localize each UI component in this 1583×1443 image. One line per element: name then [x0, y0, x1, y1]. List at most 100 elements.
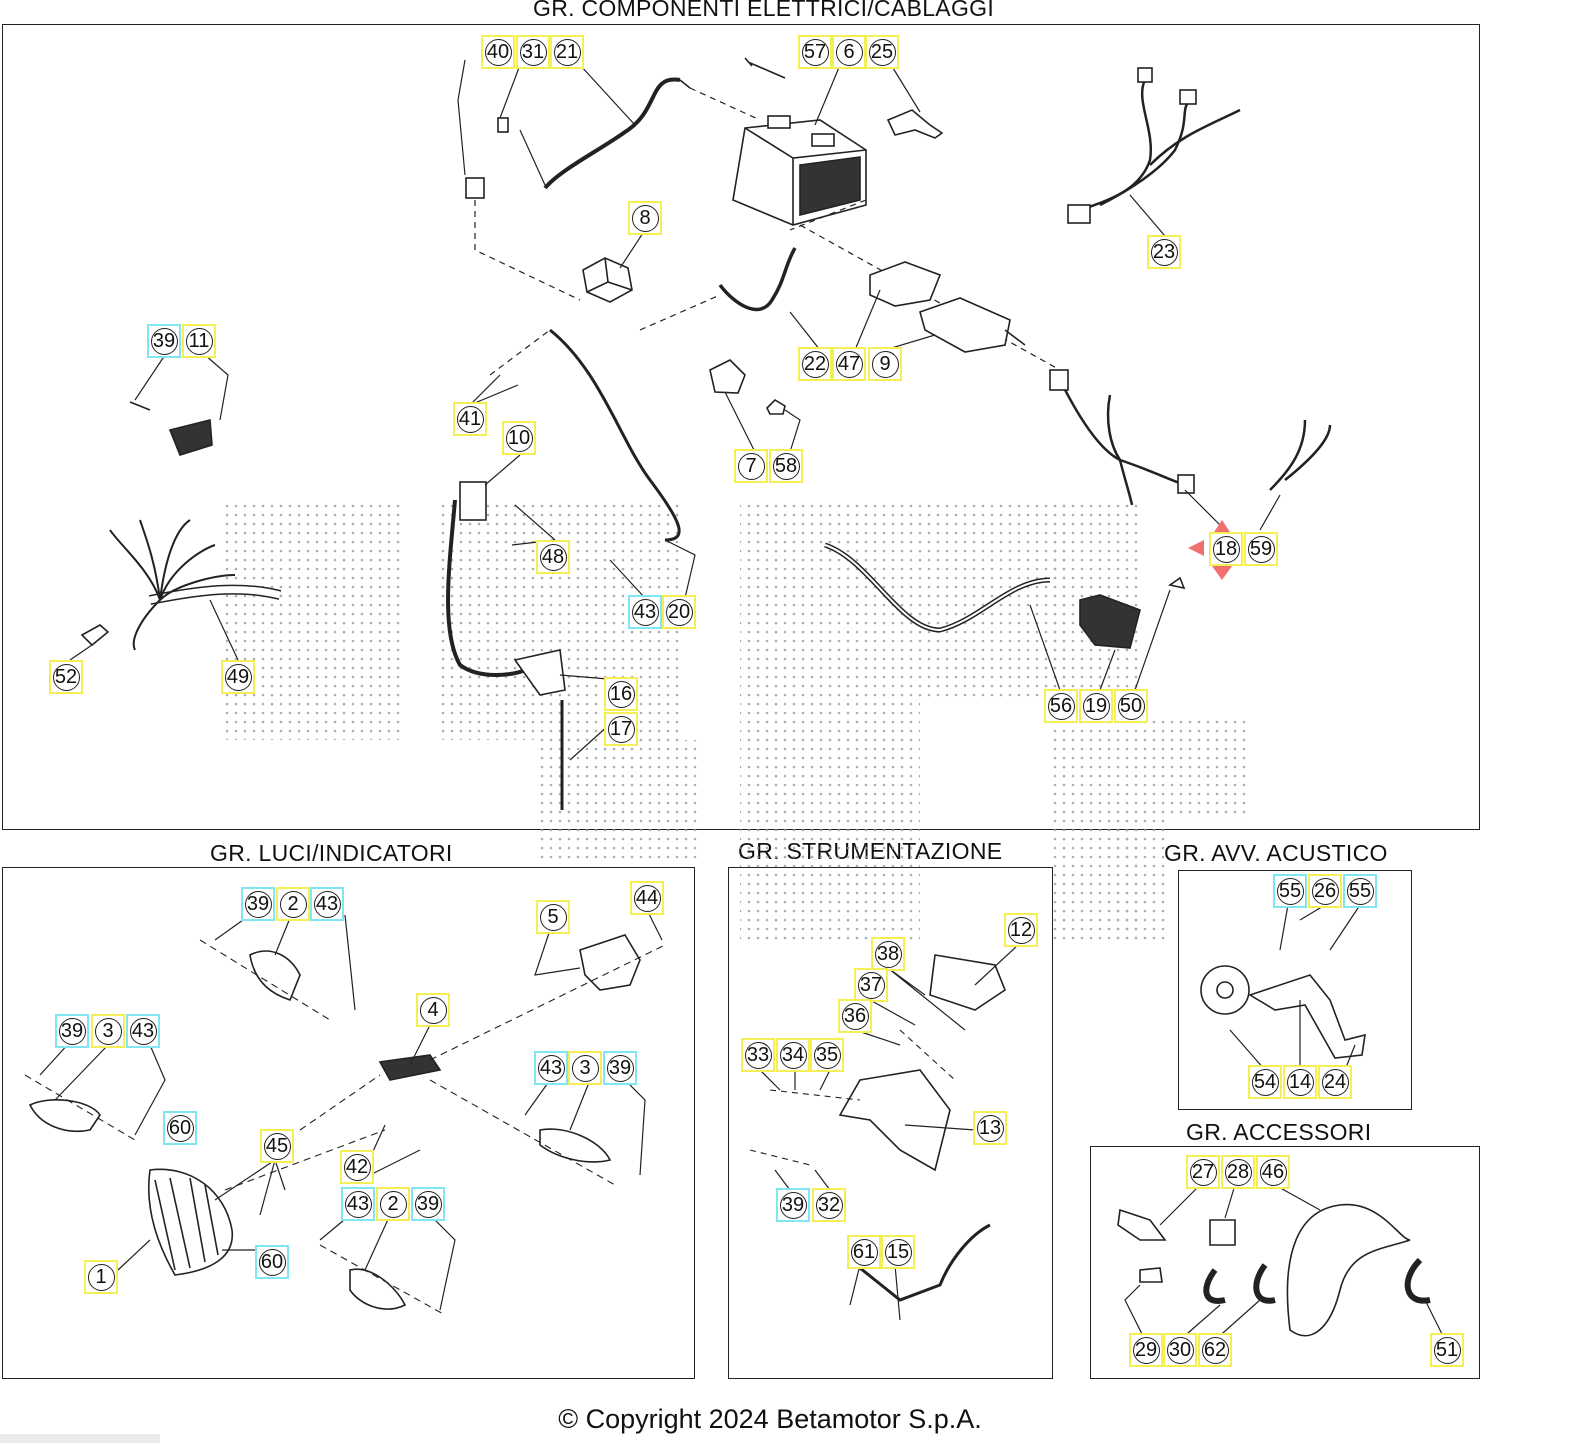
callout-11[interactable]: 11 [182, 324, 216, 358]
callout-number: 51 [1435, 1339, 1459, 1361]
callout-5[interactable]: 5 [536, 900, 570, 934]
callout-9[interactable]: 9 [868, 347, 902, 381]
callout-12[interactable]: 12 [1004, 913, 1038, 947]
callout-59[interactable]: 59 [1244, 532, 1278, 566]
callout-38[interactable]: 38 [871, 937, 905, 971]
callout-18[interactable]: 18 [1209, 532, 1243, 566]
callout-22[interactable]: 22 [798, 347, 832, 381]
callout-55[interactable]: 55 [1343, 874, 1377, 908]
main-harness-part [109, 519, 282, 651]
callout-50[interactable]: 50 [1114, 689, 1148, 723]
callout-61[interactable]: 61 [847, 1235, 881, 1269]
callout-number: 5 [547, 906, 559, 928]
callout-number: 61 [852, 1241, 876, 1263]
callout-13[interactable]: 13 [973, 1111, 1007, 1145]
callout-36[interactable]: 36 [838, 999, 872, 1033]
callout-31[interactable]: 31 [516, 35, 550, 69]
callout-number: 11 [188, 330, 210, 352]
callout-number: 43 [633, 601, 657, 623]
callout-35[interactable]: 35 [810, 1038, 844, 1072]
callout-20[interactable]: 20 [662, 595, 696, 629]
callout-44[interactable]: 44 [630, 881, 664, 915]
callout-60[interactable]: 60 [255, 1245, 289, 1279]
callout-7[interactable]: 7 [734, 449, 768, 483]
section-title-elettrici: GR. COMPONENTI ELETTRICI/CABLAGGI [533, 0, 995, 21]
callout-21[interactable]: 21 [550, 35, 584, 69]
callout-number: 8 [639, 207, 651, 229]
callout-62[interactable]: 62 [1198, 1333, 1232, 1367]
callout-number: 9 [879, 353, 891, 375]
callout-39[interactable]: 39 [241, 887, 275, 921]
callout-24[interactable]: 24 [1318, 1065, 1352, 1099]
callout-10[interactable]: 10 [502, 421, 536, 455]
callout-47[interactable]: 47 [832, 347, 866, 381]
battery-part [732, 115, 867, 226]
copyright-text: © Copyright 2024 Betamotor S.p.A. [558, 1404, 982, 1434]
callout-42[interactable]: 42 [340, 1150, 374, 1184]
callout-14[interactable]: 14 [1283, 1065, 1317, 1099]
callout-40[interactable]: 40 [481, 35, 515, 69]
callout-41[interactable]: 41 [453, 402, 487, 436]
callout-28[interactable]: 28 [1221, 1155, 1255, 1189]
callout-number: 57 [803, 41, 827, 63]
callout-number: 30 [1168, 1339, 1192, 1361]
callout-48[interactable]: 48 [536, 540, 570, 574]
callout-45[interactable]: 45 [260, 1129, 294, 1163]
callout-34[interactable]: 34 [776, 1038, 810, 1072]
callout-number: 29 [1134, 1339, 1158, 1361]
callout-43[interactable]: 43 [341, 1187, 375, 1221]
callout-51[interactable]: 51 [1430, 1333, 1464, 1367]
callout-number: 55 [1278, 880, 1302, 902]
callout-26[interactable]: 26 [1308, 874, 1342, 908]
callout-39[interactable]: 39 [776, 1188, 810, 1222]
callout-37[interactable]: 37 [854, 968, 888, 1002]
callout-6[interactable]: 6 [832, 35, 866, 69]
callout-number: 44 [635, 887, 659, 909]
callout-43[interactable]: 43 [310, 887, 344, 921]
callout-39[interactable]: 39 [55, 1014, 89, 1048]
callout-number: 36 [843, 1005, 867, 1027]
callout-number: 31 [521, 41, 545, 63]
callout-3[interactable]: 3 [568, 1051, 602, 1085]
callout-8[interactable]: 8 [628, 201, 662, 235]
callout-56[interactable]: 56 [1044, 689, 1078, 723]
callout-55[interactable]: 55 [1273, 874, 1307, 908]
callout-33[interactable]: 33 [741, 1038, 775, 1072]
callout-43[interactable]: 43 [628, 595, 662, 629]
callout-27[interactable]: 27 [1186, 1155, 1220, 1189]
callout-2[interactable]: 2 [276, 887, 310, 921]
callout-39[interactable]: 39 [603, 1051, 637, 1085]
callout-32[interactable]: 32 [812, 1188, 846, 1222]
callout-2[interactable]: 2 [376, 1187, 410, 1221]
callout-number: 47 [837, 353, 861, 375]
headlight-part [147, 1168, 234, 1276]
callout-15[interactable]: 15 [881, 1235, 915, 1269]
callout-58[interactable]: 58 [769, 449, 803, 483]
callout-43[interactable]: 43 [534, 1051, 568, 1085]
callout-57[interactable]: 57 [798, 35, 832, 69]
callout-54[interactable]: 54 [1248, 1065, 1282, 1099]
callout-number: 3 [102, 1020, 114, 1042]
callout-52[interactable]: 52 [49, 660, 83, 694]
callout-4[interactable]: 4 [416, 993, 450, 1027]
callout-16[interactable]: 16 [604, 677, 638, 711]
callout-3[interactable]: 3 [91, 1014, 125, 1048]
callout-49[interactable]: 49 [221, 660, 255, 694]
callout-1[interactable]: 1 [84, 1260, 118, 1294]
callout-number: 56 [1049, 695, 1073, 717]
callout-19[interactable]: 19 [1079, 689, 1113, 723]
callout-number: 20 [667, 601, 691, 623]
callout-29[interactable]: 29 [1129, 1333, 1163, 1367]
callout-25[interactable]: 25 [865, 35, 899, 69]
bracket-part [886, 109, 944, 139]
callout-23[interactable]: 23 [1147, 235, 1181, 269]
callout-43[interactable]: 43 [126, 1014, 160, 1048]
callout-30[interactable]: 30 [1163, 1333, 1197, 1367]
callout-39[interactable]: 39 [147, 324, 181, 358]
callout-number: 21 [555, 41, 579, 63]
callout-39[interactable]: 39 [411, 1187, 445, 1221]
callout-17[interactable]: 17 [604, 712, 638, 746]
callout-46[interactable]: 46 [1256, 1155, 1290, 1189]
callout-60[interactable]: 60 [163, 1111, 197, 1145]
